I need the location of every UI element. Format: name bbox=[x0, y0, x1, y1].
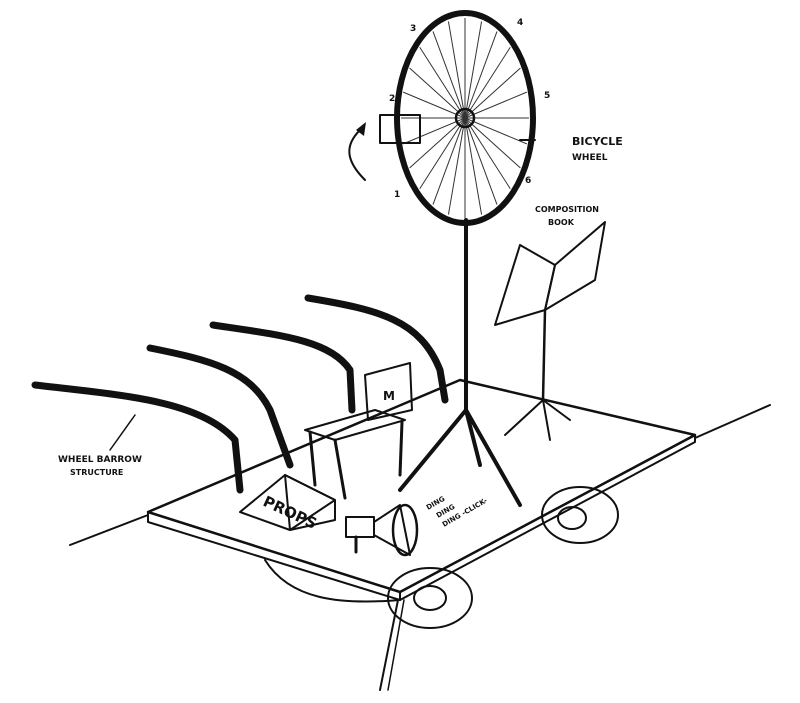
wheel-spoke bbox=[464, 31, 498, 119]
wheel-spoke bbox=[464, 117, 521, 169]
wheelbarrow-label: WHEEL BARROW bbox=[58, 455, 142, 465]
wheel-spoke bbox=[432, 117, 466, 205]
svg-text:WHEEL: WHEEL bbox=[572, 153, 608, 163]
wheel-stand bbox=[398, 218, 522, 507]
platform bbox=[69, 378, 771, 691]
props-box: PROPS bbox=[239, 474, 336, 533]
wheel-spoke bbox=[464, 47, 511, 119]
wheel-spoke bbox=[464, 91, 528, 119]
marker-3: 3 bbox=[410, 24, 416, 34]
wheelbarrow-handles bbox=[31, 294, 449, 494]
wheel-spoke bbox=[464, 117, 511, 189]
marker-1: 1 bbox=[394, 190, 400, 200]
wheel-markers: 2 3 4 5 6 1 bbox=[389, 18, 550, 200]
wheel-spoke bbox=[402, 117, 466, 145]
wheel-spoke bbox=[419, 47, 466, 119]
megaphone bbox=[345, 503, 419, 557]
wheel-spoke bbox=[409, 67, 466, 119]
composition-book-label: COMPOSITION bbox=[535, 205, 599, 214]
marker-2: 2 bbox=[389, 94, 395, 104]
cart-wheel-back bbox=[541, 486, 619, 544]
sound-label: DING DING DING -CLICK- bbox=[425, 495, 489, 529]
wheel-spoke bbox=[464, 21, 483, 119]
wheel-spoke bbox=[409, 117, 466, 169]
wheel-spoke bbox=[402, 91, 466, 119]
svg-text:STRUCTURE: STRUCTURE bbox=[70, 468, 123, 477]
wheel-spoke bbox=[464, 117, 483, 215]
laptop-logo: M bbox=[383, 389, 395, 403]
chair: M bbox=[304, 362, 413, 500]
wheel-spoke bbox=[447, 21, 466, 119]
wheel-spoke bbox=[419, 117, 466, 189]
wheel-spoke bbox=[464, 67, 521, 119]
marker-5: 5 bbox=[544, 91, 550, 101]
wheel-spoke bbox=[432, 31, 466, 119]
svg-text:BOOK: BOOK bbox=[548, 218, 575, 227]
wheel-spoke bbox=[464, 117, 528, 145]
marker-4: 4 bbox=[517, 18, 523, 28]
music-stand bbox=[494, 221, 606, 441]
bicycle-wheel bbox=[348, 10, 536, 226]
wheel-spoke bbox=[447, 117, 466, 215]
wheel-spoke bbox=[464, 117, 498, 205]
marker-6: 6 bbox=[525, 176, 531, 186]
cart-wheel-front bbox=[387, 567, 473, 629]
bicycle-wheel-label: BICYCLE bbox=[572, 135, 623, 148]
